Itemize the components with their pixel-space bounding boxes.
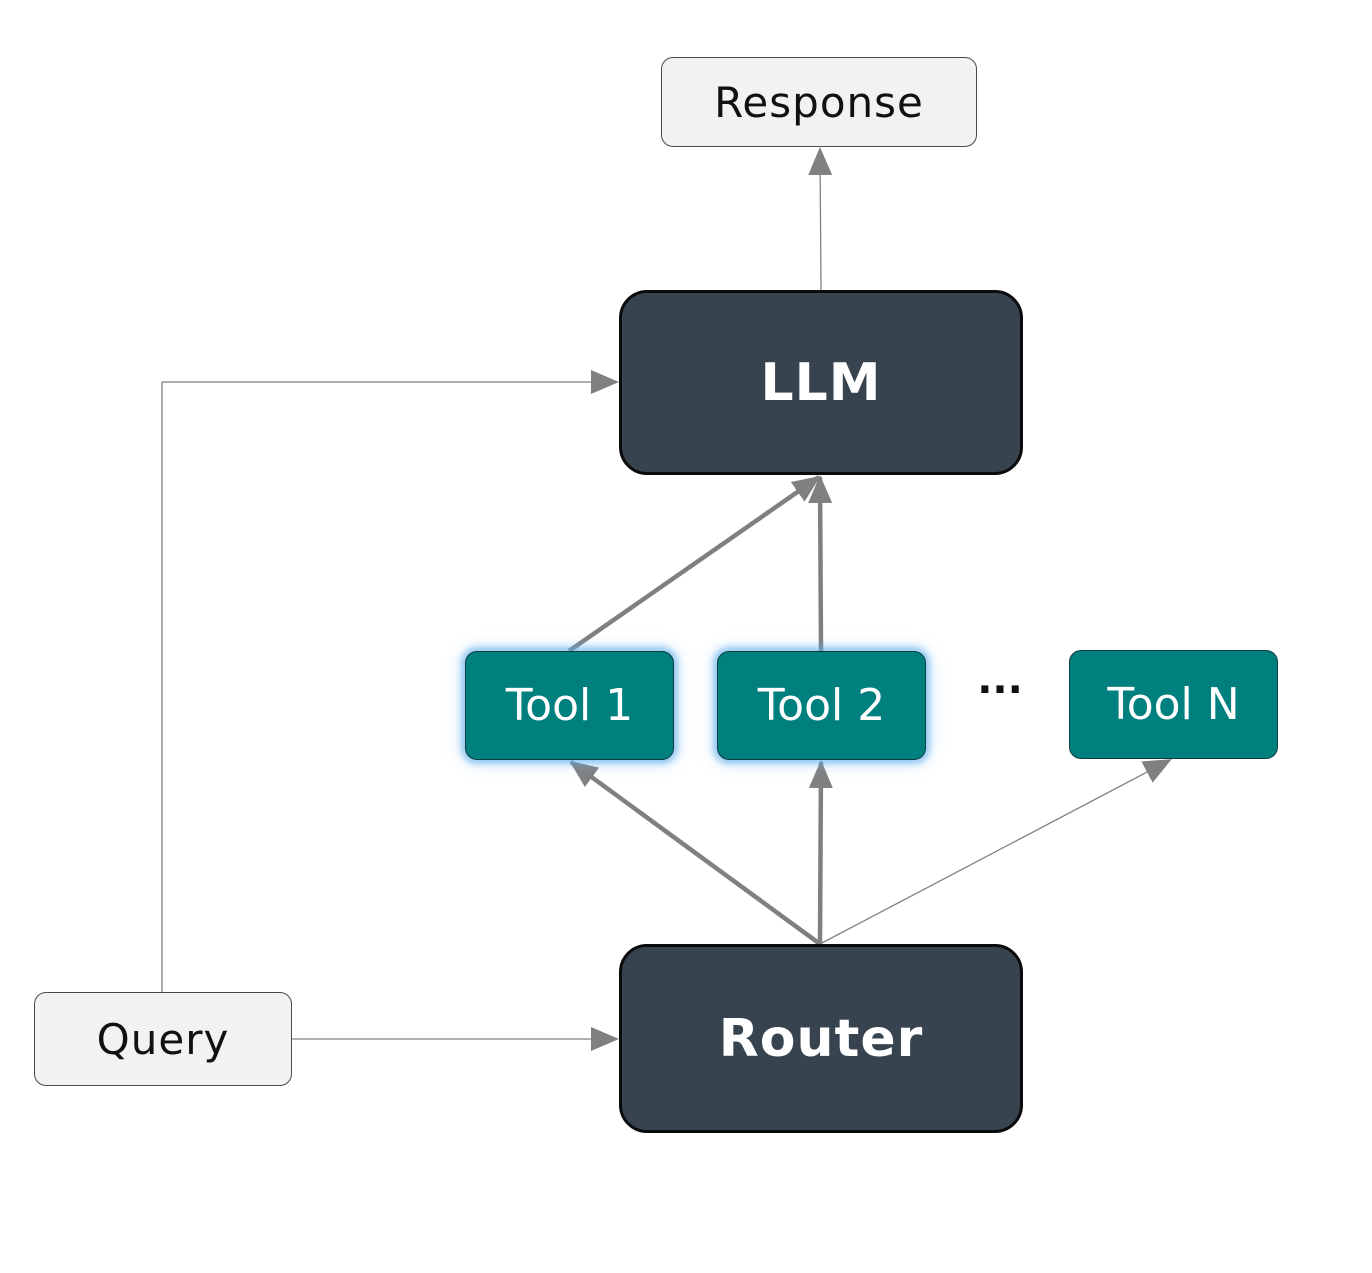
tool-n-label: Tool N xyxy=(1107,679,1240,730)
edge-tool-2-to-llm xyxy=(808,475,833,652)
router-node: Router xyxy=(619,944,1023,1133)
edge-router-to-tool-2 xyxy=(808,760,833,945)
tool-1-label: Tool 1 xyxy=(505,680,634,731)
tool-1-node: Tool 1 xyxy=(465,651,674,760)
tool-n-node: Tool N xyxy=(1069,650,1278,759)
response-node: Response xyxy=(661,57,977,147)
edge-llm-to-response xyxy=(808,147,833,291)
router-label: Router xyxy=(718,1008,924,1069)
query-label: Query xyxy=(96,1014,230,1064)
edge-tool-1-to-llm xyxy=(567,475,821,653)
edge-router-to-tool-1 xyxy=(569,760,822,946)
query-node: Query xyxy=(34,992,292,1086)
llm-label: LLM xyxy=(760,352,882,413)
ellipsis-label: ··· xyxy=(977,667,1023,713)
edge-router-to-tool-n xyxy=(819,759,1172,945)
response-label: Response xyxy=(714,77,924,127)
edge-query-to-llm xyxy=(161,370,619,992)
llm-node: LLM xyxy=(619,290,1023,475)
tool-2-label: Tool 2 xyxy=(757,680,886,731)
tool-2-node: Tool 2 xyxy=(717,651,926,760)
